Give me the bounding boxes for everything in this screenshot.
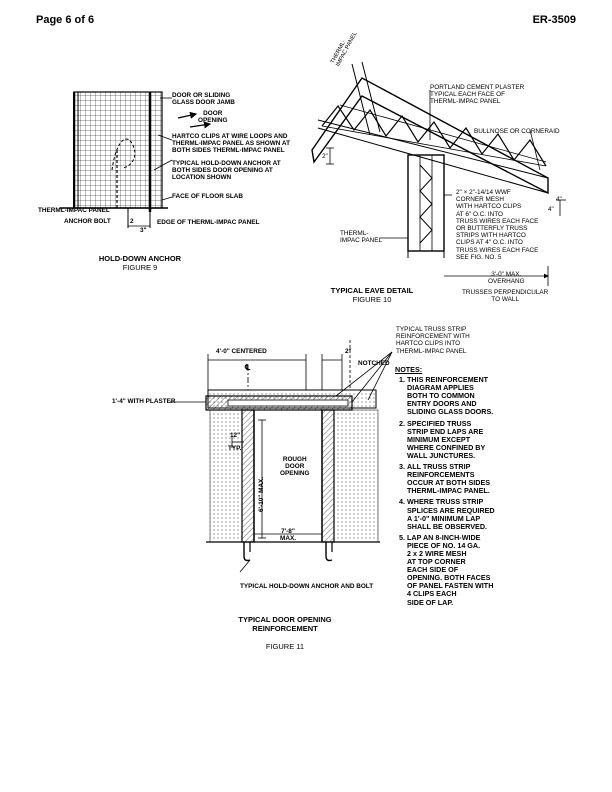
figure-9-drawing — [60, 91, 212, 228]
fig11-strip-label: TYPICAL TRUSS STRIP REINFORCEMENT WITH H… — [396, 326, 470, 355]
figure-11-number: FIGURE 11 — [265, 642, 305, 651]
fig11-dim-12: 12" — [230, 432, 241, 439]
figure-10-drawing — [311, 61, 566, 286]
fig10-dim-2: 2" — [322, 153, 328, 160]
fig10-therml-label: THERML- IMPAC PANEL — [340, 230, 383, 245]
fig11-plaster-dim: 1'-4" WITH PLASTER — [112, 398, 176, 405]
fig10-trusses-label: TRUSSES PERPENDICULAR TO WALL — [462, 289, 549, 304]
notes-title: NOTES: — [395, 365, 423, 374]
fig11-centerline: ℄ — [245, 363, 251, 372]
fig11-typ-label: TYP. — [228, 445, 242, 452]
notes-block: NOTES: THIS REINFORCEMENT DIAGRAM APPLIE… — [395, 365, 525, 610]
fig11-centered-dim: 4'-0" CENTERED — [216, 348, 267, 355]
fig11-height-dim: 6'-10" MAX. — [258, 476, 265, 512]
fig10-dim-4a: 4" — [556, 196, 562, 203]
fig10-overhang-label: 3'-0" MAX. OVERHANG — [488, 271, 525, 286]
note-item: WHERE TRUSS STRIP SPLICES ARE REQUIRED A… — [407, 498, 525, 530]
note-item: THIS REINFORCEMENT DIAGRAM APPLIES BOTH … — [407, 375, 525, 416]
fig9-door-jamb-label: DOOR OR SLIDING GLASS DOOR JAMB — [172, 92, 235, 107]
fig9-dim-3: 3" — [140, 227, 147, 234]
figure-10-caption: TYPICAL EAVE DETAIL FIGURE 10 — [312, 286, 432, 304]
note-item: SPECIFIED TRUSS STRIP END LAPS ARE MINIM… — [407, 419, 525, 460]
notes-list: THIS REINFORCEMENT DIAGRAM APPLIES BOTH … — [395, 375, 525, 607]
fig11-notched-label: NOTCHED — [358, 360, 390, 367]
fig9-anchor-label: ANCHOR BOLT — [64, 218, 111, 225]
fig11-rough-opening-label: ROUGH DOOR OPENING — [280, 456, 310, 478]
fig9-hartco-label: HARTCO CLIPS AT WIRE LOOPS AND THERML-IM… — [172, 133, 290, 155]
figure-11-title: TYPICAL DOOR OPENING REINFORCEMENT — [238, 615, 332, 633]
fig10-corner-mesh-label: 2" × 2"-14/14 WWF CORNER MESH WITH HARTC… — [456, 189, 539, 261]
fig10-dim-4b: 4" — [548, 206, 554, 213]
fig9-edge-label: EDGE OF THERML-IMPAC PANEL — [157, 219, 260, 226]
figure-9-title: HOLD-DOWN ANCHOR — [98, 254, 182, 263]
fig9-slab-label: FACE OF FLOOR SLAB — [172, 193, 244, 200]
fig10-bullnose-label: BULLNOSE OR CORNERAID — [474, 128, 560, 135]
fig9-door-opening-label: DOOR OPENING — [198, 110, 228, 125]
fig9-holddown-label: TYPICAL HOLD-DOWN ANCHOR AT BOTH SIDES D… — [172, 160, 281, 182]
fig10-plaster-label: PORTLAND CEMENT PLASTER TYPICAL EACH FAC… — [430, 84, 525, 106]
note-item: ALL TRUSS STRIP REINFORCEMENTS OCCUR AT … — [407, 462, 525, 495]
fig9-panel-label: THERML-IMPAC PANEL — [38, 207, 110, 214]
figure-9-number: FIGURE 9 — [122, 263, 158, 272]
note-item: LAP AN 8-INCH-WIDE PIECE OF NO. 14 GA. 2… — [407, 533, 525, 607]
fig11-dim-2: 2" — [345, 348, 352, 355]
figure-10-number: FIGURE 10 — [352, 295, 392, 304]
figure-9-caption: HOLD-DOWN ANCHOR FIGURE 9 — [60, 254, 220, 272]
figure-10-title: TYPICAL EAVE DETAIL — [330, 286, 414, 295]
fig11-anchor-label: TYPICAL HOLD-DOWN ANCHOR AND BOLT — [240, 583, 374, 590]
page-number: Page 6 of 6 — [36, 14, 95, 26]
figure-11-drawing — [170, 340, 393, 573]
fig11-width-dim: 7'-8" MAX. — [280, 528, 296, 543]
report-number: ER-3509 — [532, 14, 576, 26]
fig9-dim-2: 2 — [130, 218, 134, 225]
figure-11-caption: TYPICAL DOOR OPENING REINFORCEMENT FIGUR… — [215, 606, 355, 651]
